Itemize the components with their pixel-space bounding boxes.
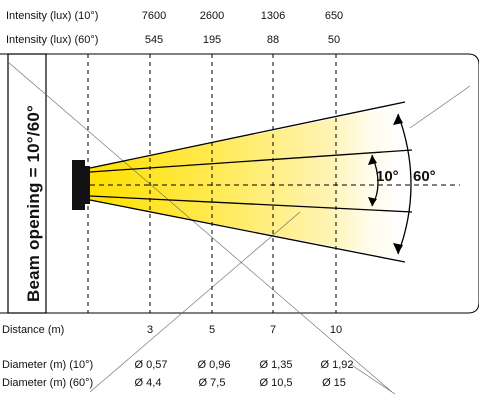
angle-10-label: 10° xyxy=(376,168,399,185)
arc-10-arrow-top xyxy=(368,155,377,165)
distance-value-5m: 5 xyxy=(208,324,216,336)
frame-right-edge xyxy=(467,53,479,314)
intensity-10-value-3m: 7600 xyxy=(141,10,167,22)
lamp-body xyxy=(72,160,85,210)
intensity-60-value-10m: 50 xyxy=(327,34,341,46)
distance-value-7m: 7 xyxy=(269,324,277,336)
intensity-10-value-10m: 650 xyxy=(324,10,344,22)
crop-line-4 xyxy=(349,363,396,394)
distance-label: Distance (m) xyxy=(2,324,65,336)
diameter-60-value-7m: Ø 10,5 xyxy=(259,377,293,389)
intensity-10-value-7m: 1306 xyxy=(260,10,286,22)
beam-opening-label: Beam opening = 10°/60° xyxy=(24,104,43,302)
intensity-60-label: Intensity (lux) (60°) xyxy=(6,34,99,46)
diameter-60-label: Diameter (m) (60°) xyxy=(2,377,94,389)
distance-value-10m: 10 xyxy=(329,324,343,336)
diameter-10-value-3m: Ø 0,57 xyxy=(134,359,168,371)
beam-light-cone xyxy=(90,102,415,262)
beam-60-upper-line xyxy=(89,101,406,169)
lamp-lens xyxy=(84,166,90,204)
diameter-10-value-7m: Ø 1,35 xyxy=(259,359,293,371)
distance-value-3m: 3 xyxy=(146,324,154,336)
beam-opening-box xyxy=(7,53,47,314)
intensity-10-value-5m: 2600 xyxy=(199,10,225,22)
angle-60-label: 60° xyxy=(413,168,436,185)
arc-60-degrees xyxy=(397,113,412,255)
arc-60-arrow-bottom xyxy=(393,243,403,254)
intensity-10-label: Intensity (lux) (10°) xyxy=(6,10,99,22)
intensity-60-value-3m: 545 xyxy=(144,34,164,46)
crop-line-2 xyxy=(89,211,301,393)
beam-10-upper-line xyxy=(89,149,413,173)
diameter-10-label: Diameter (m) (10°) xyxy=(2,359,94,371)
diameter-60-value-3m: Ø 4,4 xyxy=(134,377,162,389)
beam-10-lower-line xyxy=(89,195,413,213)
diameter-60-value-10m: Ø 15 xyxy=(322,377,346,389)
diameter-10-value-5m: Ø 0,96 xyxy=(197,359,231,371)
diameter-60-value-5m: Ø 7,5 xyxy=(198,377,226,389)
diameter-10-value-10m: Ø 1,92 xyxy=(320,359,354,371)
intensity-60-value-7m: 88 xyxy=(266,34,280,46)
crop-line-1 xyxy=(7,61,393,393)
intensity-60-value-5m: 195 xyxy=(202,34,222,46)
beam-60-lower-line xyxy=(89,199,406,263)
arc-60-arrow-top xyxy=(393,114,403,125)
arc-10-arrow-bottom xyxy=(368,197,377,206)
crop-line-3 xyxy=(409,85,471,129)
